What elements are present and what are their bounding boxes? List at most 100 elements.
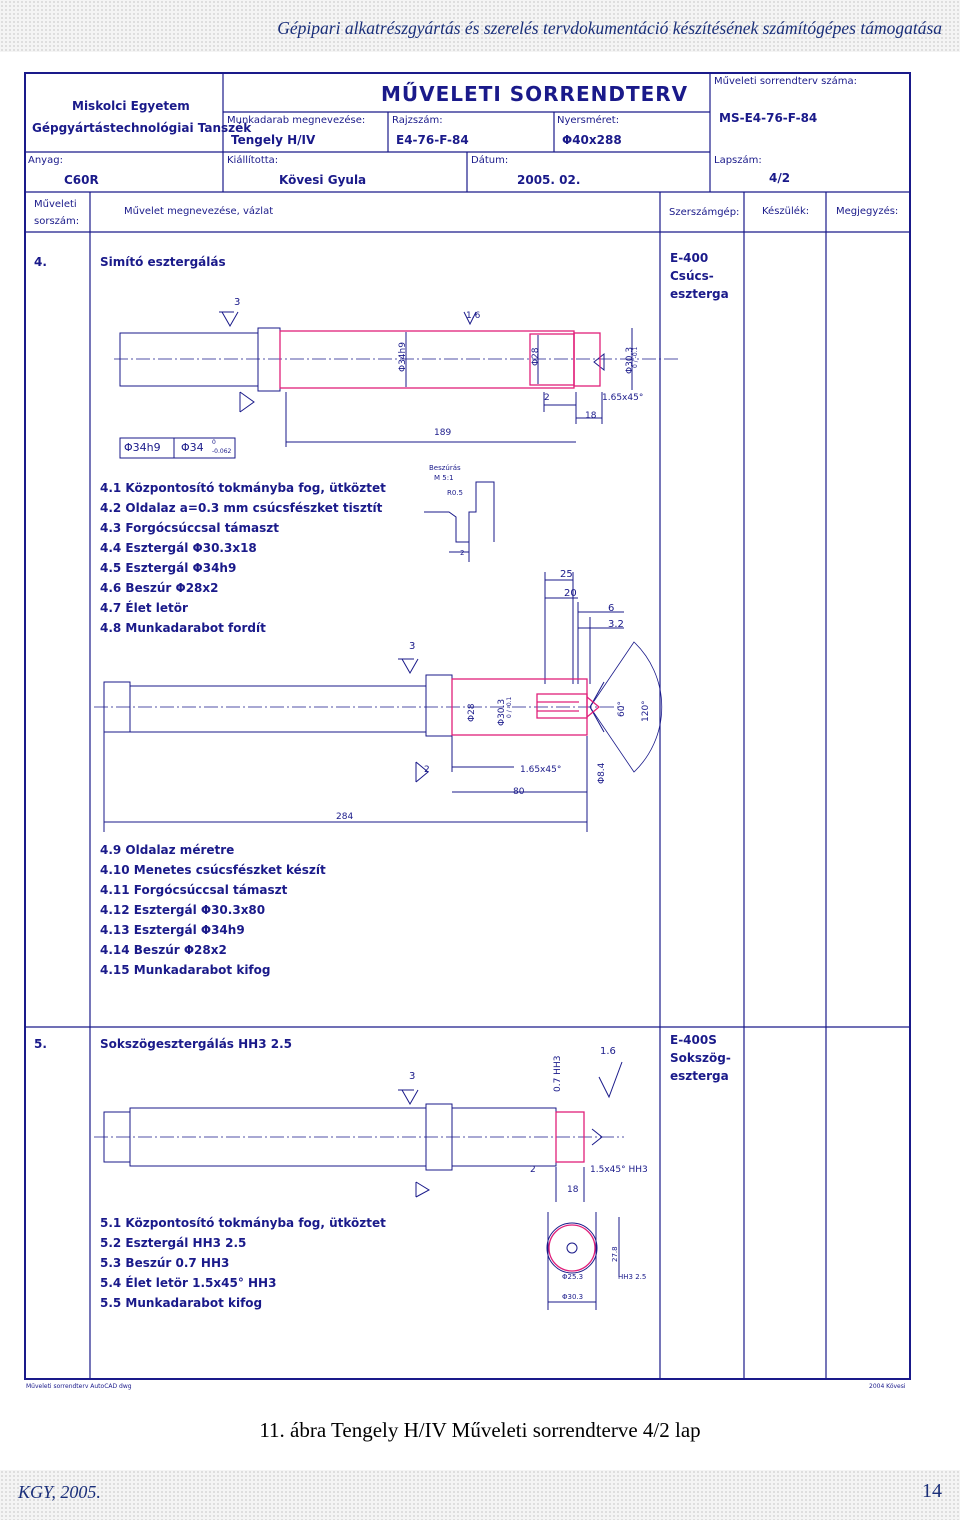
tol-box-lower: -0.062 <box>212 448 232 455</box>
op5-machine-line-2: Sokszög- <box>670 1051 731 1065</box>
header-title: Gépipari alkatrészgyártás és szerelés te… <box>277 18 942 38</box>
op4-machine-line-1: E-400 <box>670 251 709 265</box>
op4-l20: 20 <box>564 588 577 599</box>
op5-step: 5.4 Élet letör 1.5x45° HH3 <box>100 1276 277 1290</box>
op4-step: 4.5 Esztergál Φ34h9 <box>100 561 237 575</box>
op4-machine-line-3: eszterga <box>670 287 729 301</box>
operation-plan-sheet: Miskolci Egyetem Gépgyártástechnológiai … <box>24 72 911 1390</box>
material-label: Anyag: <box>28 155 63 166</box>
tol-box-nominal: Φ34 <box>181 441 204 454</box>
issued-by-label: Kiállította: <box>227 155 279 166</box>
op5-step: 5.2 Esztergál HH3 2.5 <box>100 1236 247 1250</box>
op4-d303b-tol: 0 / -0.1 <box>506 696 513 718</box>
op4-number: 4. <box>34 255 47 269</box>
op4-machine-line-2: Csúcs- <box>670 269 714 283</box>
op4-d28b: Φ28 <box>467 703 477 722</box>
op5-step: 5.1 Központosító tokmányba fog, ütköztet <box>100 1216 386 1230</box>
drawing-no: E4-76-F-84 <box>396 133 469 147</box>
op4-step: 4.12 Esztergál Φ30.3x80 <box>100 903 266 917</box>
op5-groove: 0.7 HH3 <box>553 1055 563 1092</box>
op4-step: 4.4 Esztergál Φ30.3x18 <box>100 541 257 555</box>
plan-number-label: Műveleti sorrendterv száma: <box>714 76 857 87</box>
op4-step: 4.7 Élet letör <box>100 601 188 615</box>
col-op-no-2: sorszám: <box>34 216 80 227</box>
op4-roughness: 1.6 <box>466 311 481 321</box>
op4-d84: Φ8.4 <box>597 762 607 784</box>
op4-step: 4.13 Esztergál Φ34h9 <box>100 923 245 937</box>
col-notes: Megjegyzés: <box>836 206 899 217</box>
op4-d28: Φ28 <box>531 347 541 366</box>
sheet-no: 4/2 <box>769 171 791 185</box>
detail-dim: 2 <box>460 549 465 557</box>
op4-chamfer: 1.65x45° <box>602 393 644 403</box>
op4-steps-a: 4.1 Központosító tokmányba fog, ütköztet… <box>100 482 386 642</box>
op4-sym-3a: 3 <box>234 297 241 308</box>
op4-sym-3b: 3 <box>409 641 416 652</box>
page-header: Gépipari alkatrészgyártás és szerelés te… <box>0 0 960 52</box>
page-footer: KGY, 2005. 14 <box>0 1470 960 1520</box>
tol-box-upper: 0 <box>212 439 216 446</box>
sheet-footer-left: Műveleti sorrendterv AutoCAD dwg <box>26 1383 132 1390</box>
op4-l80: 80 <box>513 787 525 797</box>
col-op-no-1: Műveleti <box>34 199 77 210</box>
op4-step: 4.1 Központosító tokmányba fog, ütköztet <box>100 481 386 495</box>
op4-chamfer-b: 1.65x45° <box>520 765 562 775</box>
material: C60R <box>64 173 99 187</box>
op4-step: 4.6 Beszúr Φ28x2 <box>100 581 219 595</box>
part-name: Tengely H/IV <box>231 133 316 147</box>
col-machine: Szerszámgép: <box>669 207 740 218</box>
op4-l25: 25 <box>560 569 573 580</box>
op4-d303-tol: 0 / -0.1 <box>632 346 639 368</box>
op5-hh3: HH3 2.5 <box>618 1273 647 1281</box>
op5-name: Sokszögesztergálás HH3 2.5 <box>100 1037 292 1051</box>
issued-by: Kövesi Gyula <box>279 173 367 187</box>
tol-box-fit: Φ34h9 <box>124 441 161 454</box>
op5-chamfer: 1.5x45° HH3 <box>590 1165 648 1175</box>
department-name: Gépgyártástechnológiai Tanszék <box>32 121 252 135</box>
page-number: 14 <box>922 1480 942 1502</box>
op4-name: Simító esztergálás <box>100 255 226 269</box>
op4-step: 4.8 Munkadarabot fordít <box>100 621 266 635</box>
blank-size-label: Nyersméret: <box>557 115 620 126</box>
op5-roughness: 1.6 <box>600 1046 616 1057</box>
op4-a120: 120° <box>641 700 651 722</box>
op4-step: 4.14 Beszúr Φ28x2 <box>100 943 227 957</box>
op5-d253: Φ25.3 <box>562 1273 584 1281</box>
op4-l2b: 2 <box>424 765 430 775</box>
drawing-no-label: Rajzszám: <box>392 115 443 126</box>
detail-scale: M 5:1 <box>434 474 454 482</box>
footer-left: KGY, 2005. <box>18 1482 101 1502</box>
op4-step: 4.15 Munkadarabot kifog <box>100 963 271 977</box>
op4-step: 4.3 Forgócsúccsal támaszt <box>100 521 279 535</box>
op4-a60: 60° <box>617 701 627 717</box>
op5-step: 5.3 Beszúr 0.7 HH3 <box>100 1256 230 1270</box>
op4-step: 4.10 Menetes csúcsfészket készít <box>100 863 326 877</box>
op4-d34h9: Φ34h9 <box>398 342 408 372</box>
op4-step: 4.11 Forgócsúccsal támaszt <box>100 883 288 897</box>
op4-step: 4.2 Oldalaz a=0.3 mm csúcsfészket tisztí… <box>100 501 383 515</box>
figure-caption: 11. ábra Tengely H/IV Műveleti sorrendte… <box>259 1418 701 1442</box>
op4-l18: 18 <box>585 411 597 421</box>
op5-v278: 27.8 <box>611 1246 619 1262</box>
col-op-name: Művelet megnevezése, vázlat <box>124 206 274 217</box>
op5-machine-line-3: eszterga <box>670 1069 729 1083</box>
op4-l189: 189 <box>434 428 452 438</box>
part-name-label: Munkadarab megnevezése: <box>227 115 366 126</box>
blank-size: Φ40x288 <box>562 133 622 147</box>
sheet-no-label: Lapszám: <box>714 155 762 166</box>
op5-number: 5. <box>34 1037 47 1051</box>
date-label: Dátum: <box>471 155 509 166</box>
op5-sym-3: 3 <box>409 1071 416 1082</box>
sheet-drawing <box>24 72 911 1380</box>
op5-step: 5.5 Munkadarabot kifog <box>100 1296 263 1310</box>
op5-l2: 2 <box>530 1165 536 1175</box>
op5-l18: 18 <box>567 1185 579 1195</box>
op4-l284: 284 <box>336 812 354 822</box>
op4-steps-b: 4.9 Oldalaz méretre 4.10 Menetes csúcsfé… <box>100 844 326 984</box>
op5-d303: Φ30.3 <box>562 1293 584 1301</box>
plan-number: MS-E4-76-F-84 <box>719 111 818 125</box>
op4-step: 4.9 Oldalaz méretre <box>100 843 235 857</box>
op4-l2: 2 <box>544 393 550 403</box>
op5-machine-line-1: E-400S <box>670 1033 717 1047</box>
sheet-footer-right: 2004 Kövesi <box>869 1383 906 1390</box>
